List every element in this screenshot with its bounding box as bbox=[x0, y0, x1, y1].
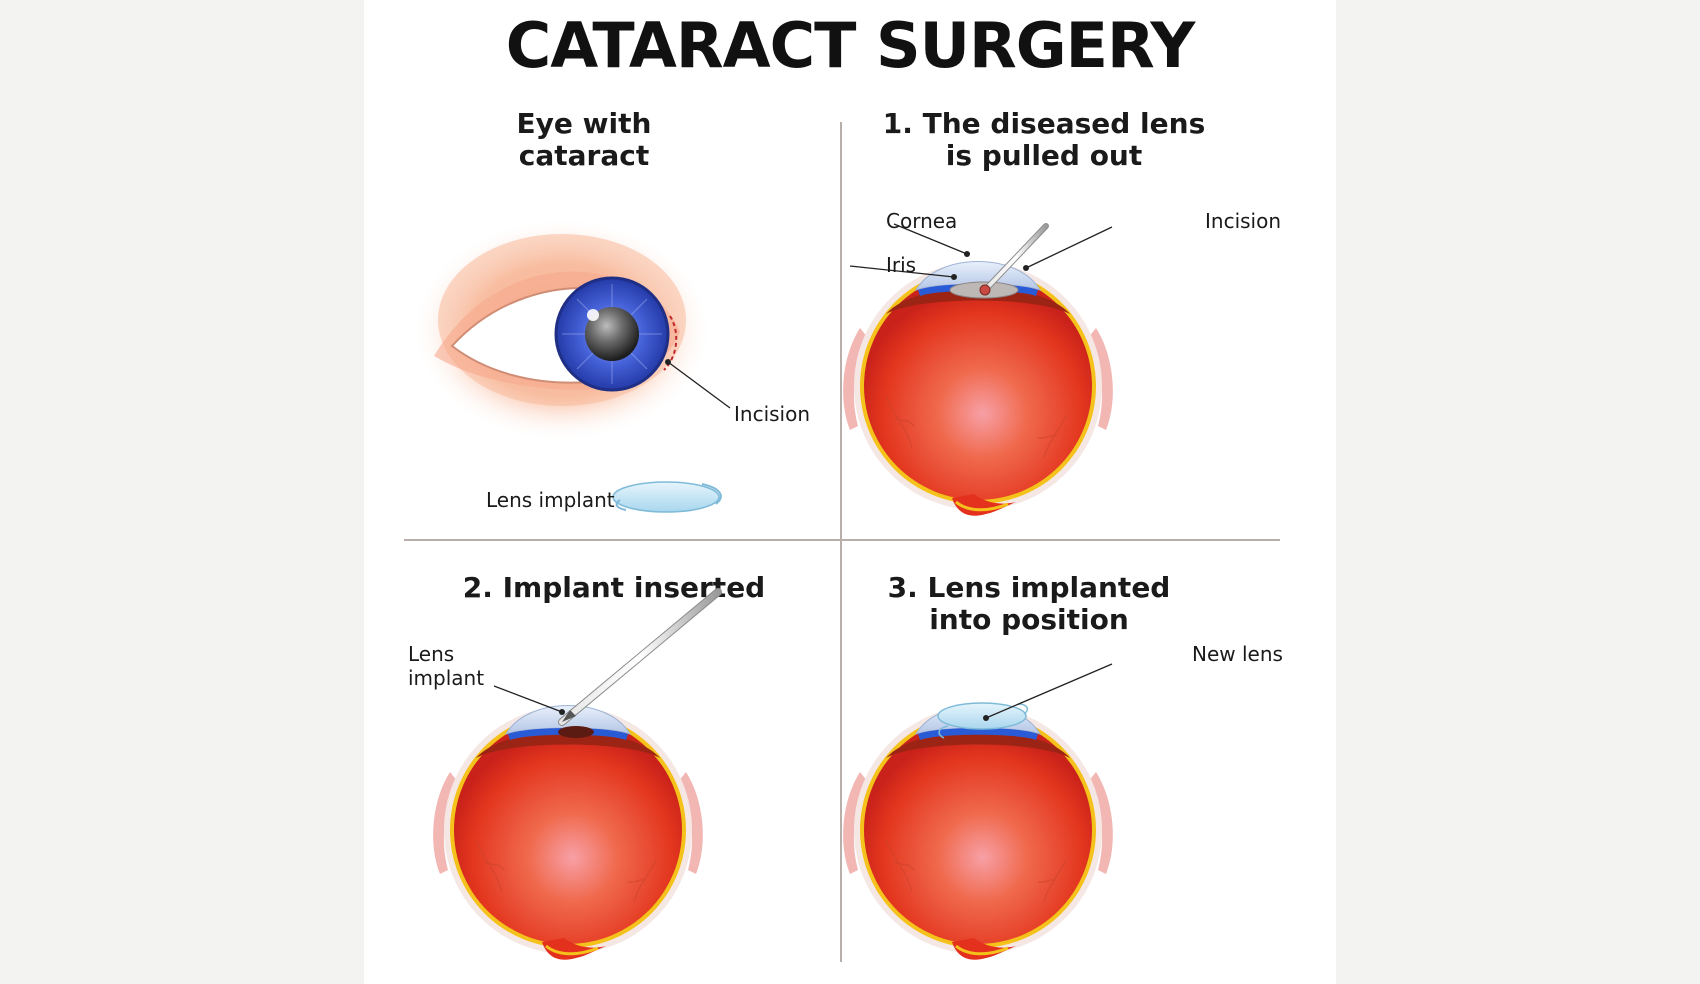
label-iris: Iris bbox=[886, 253, 917, 277]
label-step2-lens-implant: Lens implant bbox=[408, 642, 484, 690]
step2-injector-tool bbox=[558, 588, 722, 726]
step1-eyeball-illustration bbox=[841, 260, 1115, 518]
panel-step3-title-line1: 3. Lens implanted bbox=[887, 571, 1171, 604]
vertical-divider bbox=[840, 122, 842, 962]
panel-step1-title-line2: is pulled out bbox=[945, 139, 1143, 172]
step1-surgical-tool bbox=[979, 223, 1049, 296]
eye-with-cataract-illustration bbox=[412, 218, 731, 513]
horizontal-divider bbox=[404, 539, 1280, 541]
panel-eye-title-line1: Eye with bbox=[516, 107, 652, 140]
step3-eyeball-illustration bbox=[841, 702, 1115, 962]
step3-leader-line bbox=[983, 663, 1113, 721]
illustrations bbox=[412, 218, 1115, 962]
label-new-lens: New lens bbox=[1192, 642, 1283, 666]
label-eye-incision: Incision bbox=[734, 402, 811, 426]
panel-step3-title: 3. Lens implanted into position bbox=[844, 572, 1214, 636]
label-lens-implant: Lens implant bbox=[486, 488, 615, 512]
main-title: CATARACT SURGERY bbox=[505, 9, 1195, 82]
label-step2-lens-line2: implant bbox=[408, 666, 485, 690]
panel-step1-title: 1. The diseased lens is pulled out bbox=[854, 108, 1234, 172]
label-cornea: Cornea bbox=[886, 209, 958, 233]
panel-step1-title-line1: 1. The diseased lens bbox=[882, 107, 1206, 140]
panel-eye-title-line2: cataract bbox=[518, 139, 650, 172]
step2-leader-line bbox=[493, 685, 565, 715]
panel-step3-title-line2: into position bbox=[929, 603, 1129, 636]
label-step2-lens-line1: Lens bbox=[408, 642, 455, 666]
panel-eye-title: Eye with cataract bbox=[464, 108, 704, 172]
infographic-card: CATARACT SURGERY Eye with cataract 1. Th… bbox=[364, 0, 1336, 984]
step1-leader-lines bbox=[849, 223, 1113, 278]
step2-eyeball-illustration bbox=[431, 704, 705, 962]
label-step1-incision: Incision bbox=[1205, 209, 1282, 233]
